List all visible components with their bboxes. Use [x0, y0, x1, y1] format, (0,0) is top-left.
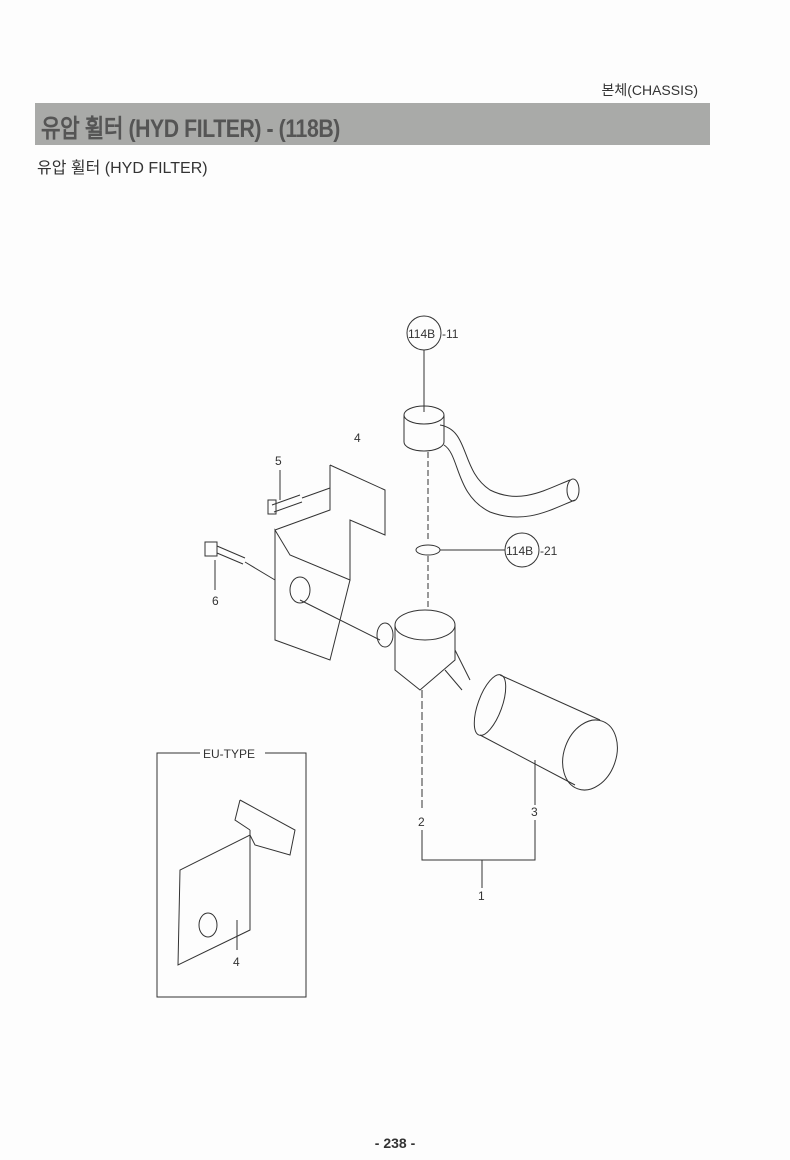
svg-text:114B: 114B [506, 544, 533, 558]
section-label: 본체(CHASSIS) [601, 82, 698, 98]
svg-text:5: 5 [275, 454, 282, 468]
assembly-bracket-line [421, 820, 536, 888]
page-title: 유압 휠터 (HYD FILTER) - (118B) [41, 115, 340, 143]
filter-head [376, 609, 471, 810]
svg-text:4: 4 [354, 431, 361, 445]
hose-fitting [403, 405, 580, 540]
callout-114b-11: 114B -11 [406, 315, 459, 412]
svg-text:-11: -11 [442, 327, 459, 341]
page-subtitle: 유압 휠터 (HYD FILTER) [37, 160, 208, 177]
title-bar: 유압 휠터 (HYD FILTER) - (118B) [35, 103, 710, 145]
svg-text:-21: -21 [540, 544, 558, 558]
svg-text:6: 6 [212, 594, 219, 608]
callout-114b-21: 114B -21 [415, 532, 558, 610]
bracket [274, 464, 386, 661]
eu-type-inset: EU-TYPE 4 [156, 747, 307, 998]
bolt-6 [204, 541, 276, 590]
svg-text:3: 3 [531, 805, 538, 819]
svg-text:1: 1 [478, 889, 485, 903]
bolt-5 [267, 470, 331, 515]
filter-cartridge [473, 674, 618, 805]
svg-text:114B: 114B [408, 327, 435, 341]
page-number: - 238 - [374, 1135, 416, 1151]
part-number-labels: 1 2 3 4 5 6 [212, 431, 538, 903]
svg-text:2: 2 [418, 815, 425, 829]
svg-text:4: 4 [233, 955, 240, 969]
svg-text:EU-TYPE: EU-TYPE [203, 747, 255, 761]
